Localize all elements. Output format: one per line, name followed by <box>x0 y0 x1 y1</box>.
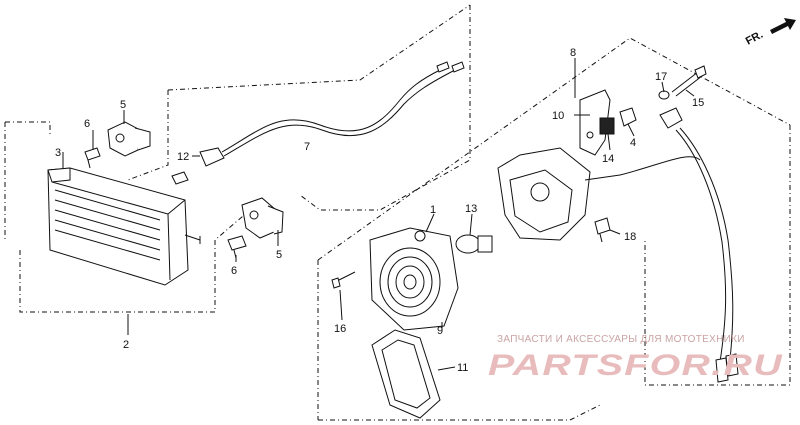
screw-16 <box>331 271 356 289</box>
callout-6-bottom: 6 <box>231 265 237 277</box>
collar-14 <box>599 107 637 135</box>
callout-10: 10 <box>552 110 564 122</box>
callout-12: 12 <box>177 151 189 163</box>
front-direction-indicator: FR. <box>744 18 796 48</box>
bolt-15-washer-17 <box>658 65 707 129</box>
front-direction-arrow-icon <box>770 18 796 34</box>
watermark-subtitle: ЗАПЧАСТИ И АКСЕССУАРЫ ДЛЯ МОТОТЕХНИКИ <box>497 334 745 345</box>
callout-14: 14 <box>602 153 614 165</box>
callout-labels: 3 5 6 12 7 5 6 2 8 1 13 9 11 16 10 14 4 … <box>55 47 704 374</box>
watermark-brand: PARTSFOR.RU <box>488 349 783 382</box>
assembly-boundaries <box>4 4 791 421</box>
rubber-seal-11 <box>371 329 441 419</box>
socket-housing <box>497 147 701 241</box>
bracket-5-bottom <box>241 197 284 239</box>
callout-3: 3 <box>55 147 61 159</box>
lens-housing-1 <box>369 227 459 331</box>
screw-6-bottom <box>227 235 247 259</box>
front-direction-label: FR. <box>744 29 765 48</box>
turn-signal-wire <box>675 127 739 383</box>
bolt-18 <box>594 217 611 243</box>
callout-17: 17 <box>655 71 667 83</box>
callout-1: 1 <box>430 204 436 216</box>
socket-12 <box>171 147 225 185</box>
callout-15: 15 <box>692 97 704 109</box>
bulb-13 <box>455 234 493 254</box>
callout-6-top: 6 <box>84 118 90 130</box>
callout-8: 8 <box>570 47 576 59</box>
callout-7: 7 <box>304 141 310 153</box>
callout-11: 11 <box>457 362 468 374</box>
callout-4: 4 <box>630 137 636 149</box>
callout-5-bottom: 5 <box>276 249 282 261</box>
screw-6-top <box>84 147 101 169</box>
callout-5-top: 5 <box>120 99 126 111</box>
callout-16: 16 <box>334 323 346 335</box>
callout-13: 13 <box>465 203 477 215</box>
callout-18: 18 <box>624 231 636 243</box>
callout-2: 2 <box>123 339 129 351</box>
stay-10 <box>579 89 611 156</box>
bracket-5-top <box>107 121 151 157</box>
tail-lamp-lens <box>47 167 201 286</box>
callout-9: 9 <box>437 325 443 337</box>
leader-lines <box>62 58 695 371</box>
watermark: ЗАПЧАСТИ И АКСЕССУАРЫ ДЛЯ МОТОТЕХНИКИ PA… <box>488 334 783 382</box>
wire-harness-7 <box>221 61 465 157</box>
